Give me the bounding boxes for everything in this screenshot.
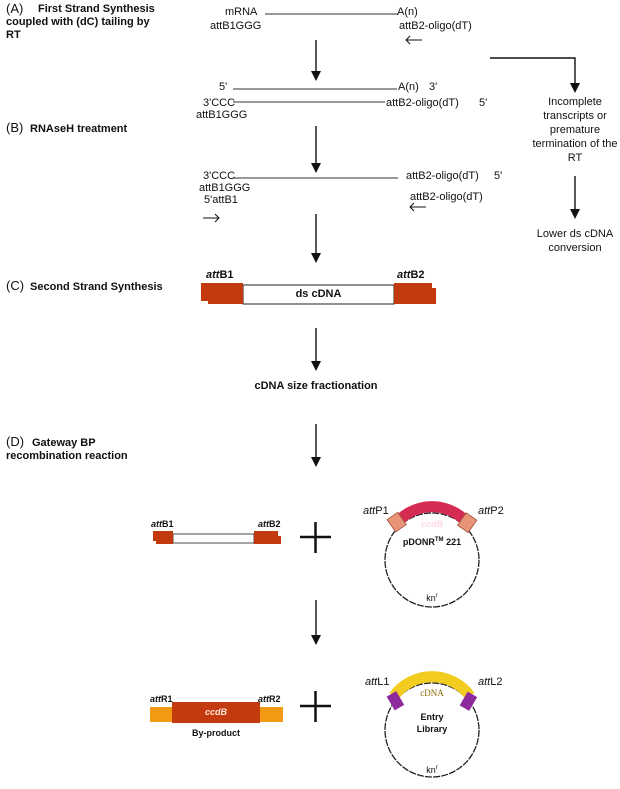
step-d-title-line2: recombination reaction [6,450,128,462]
entry-name-line1: Entry [420,712,444,722]
entry-plasmid [384,671,480,778]
byproduct-construct [150,702,283,723]
mrna-label: mRNA [225,6,258,18]
attb1ggg-label-b: attB1GGG [196,109,248,121]
attp2-label-rest: P2 [490,505,504,517]
side-path-line [490,57,580,93]
attp1-label: attP1 [363,505,389,517]
step-b-title: RNAseH treatment [30,123,128,135]
step-b-letter: (B) [6,120,24,135]
ccc-label-b: 3'CCC [203,97,236,109]
kn-entry: kn [426,765,436,775]
attb2-label-c-rest: B2 [410,269,425,281]
attl2-label-rest: L2 [490,676,503,688]
attp1-label-att: att [363,505,376,517]
attb1-label-d: attB1 [151,519,174,529]
attl2-label-att: att [478,676,491,688]
attb2-label-d-rest: B2 [269,519,281,529]
attb1-label-d-att: att [151,519,162,529]
attb2-oligo-primer-label: attB2-oligo(dT) [410,191,483,203]
ds-cdna-construct [201,283,436,305]
attr1-label: attR1 [150,694,173,704]
attr2-label-rest: R2 [269,694,281,704]
pdonr-plasmid [384,501,480,608]
attb1ggg-label: attB1GGG [210,20,262,32]
step-d-title-line1: Gateway BP [32,437,96,449]
incomplete-line4: termination of the [532,138,618,150]
attr1-label-rest: R1 [161,694,173,704]
entry-name-line2: Library [416,724,448,734]
attl1-label: attL1 [365,676,389,688]
kn-donor-sup: r [435,593,438,599]
attr2-label: attR2 [258,694,281,704]
attp1-label-rest: P1 [375,505,389,517]
attb2-label-d: attB2 [258,519,281,529]
cdna-label-entry: cDNA [420,688,444,698]
attb2-oligo-label: attB2-oligo(dT) [399,20,472,32]
attb1-label-c-rest: B1 [219,269,234,281]
pdonr-number: 221 [443,537,462,547]
plus-sign-2 [300,691,331,722]
five-prime-label: 5' [219,81,228,93]
attp2-label-att: att [478,505,491,517]
plus-sign-1 [300,522,331,553]
attb1-label-c-att: att [206,269,220,281]
step-c-letter: (C) [6,278,25,293]
attb1-label-c: attB1 [206,269,234,281]
ccc-label-b2: 3'CCC [203,170,236,182]
attr2-label-att: att [258,694,269,704]
attl1-label-rest: L1 [377,676,390,688]
attb2-label-c: attB2 [397,269,425,281]
primer-arrow-attb1 [203,213,220,223]
attp2-label: attP2 [478,505,504,517]
ccdb-label-byproduct: ccdB [204,707,227,717]
attb1-label-d-rest: B1 [162,519,174,529]
attb1ggg-label-b2: attB1GGG [199,182,251,194]
attb1-primer-label: 5'attB1 [204,194,238,206]
incomplete-line3: premature [549,124,601,136]
attb2-label-c-att: att [397,269,411,281]
five-prime-end-label-b2: 5' [494,170,503,182]
poly-a-label: A(n) [397,6,418,18]
five-prime-end-label-b: 5' [479,97,488,109]
incomplete-line2: transcripts or [543,110,607,122]
lower-conversion-line2: conversion [548,242,602,254]
attl1-label-att: att [365,676,378,688]
fractionation-label: cDNA size fractionation [254,380,378,392]
attr1-label-att: att [150,694,161,704]
attb2-label-d-att: att [258,519,269,529]
attb-insert [153,531,281,544]
pdonr-tm: TM [434,537,444,543]
step-d-letter: (D) [6,434,25,449]
ccdb-label-donor: ccdB [420,519,443,529]
ds-cdna-label: ds cDNA [295,288,342,300]
attb2-oligo-label-b: attB2-oligo(dT) [386,97,459,109]
kanamycin-label-donor: knr [417,593,447,603]
kn-donor: kn [426,593,436,603]
step-c-title: Second Strand Synthesis [30,281,163,293]
pdonr-name-text: pDONR [402,537,435,547]
attb2-oligo-label-b2: attB2-oligo(dT) [406,170,479,182]
step-a-title-line1: First Strand Synthesis [38,3,155,15]
kanamycin-label-entry: knr [417,765,447,775]
byproduct-label: By-product [192,728,240,738]
three-prime-end-label: 3' [429,81,438,93]
step-a-letter: (A) [6,1,24,16]
attl2-label: attL2 [478,676,502,688]
kn-entry-sup: r [435,765,438,771]
poly-a-label-b: A(n) [398,81,419,93]
lower-conversion-line1: Lower ds cDNA [536,228,614,240]
step-a-title-line3: RT [6,29,21,41]
step-a-title-line2: coupled with (dC) tailing by [6,16,150,28]
pdonr-name: pDONRTM 221 [392,537,472,547]
primer-arrow-step-a [405,35,422,45]
incomplete-line5: RT [567,152,583,164]
incomplete-line1: Incomplete [548,96,602,108]
primer-arrow-attb2 [409,202,426,212]
